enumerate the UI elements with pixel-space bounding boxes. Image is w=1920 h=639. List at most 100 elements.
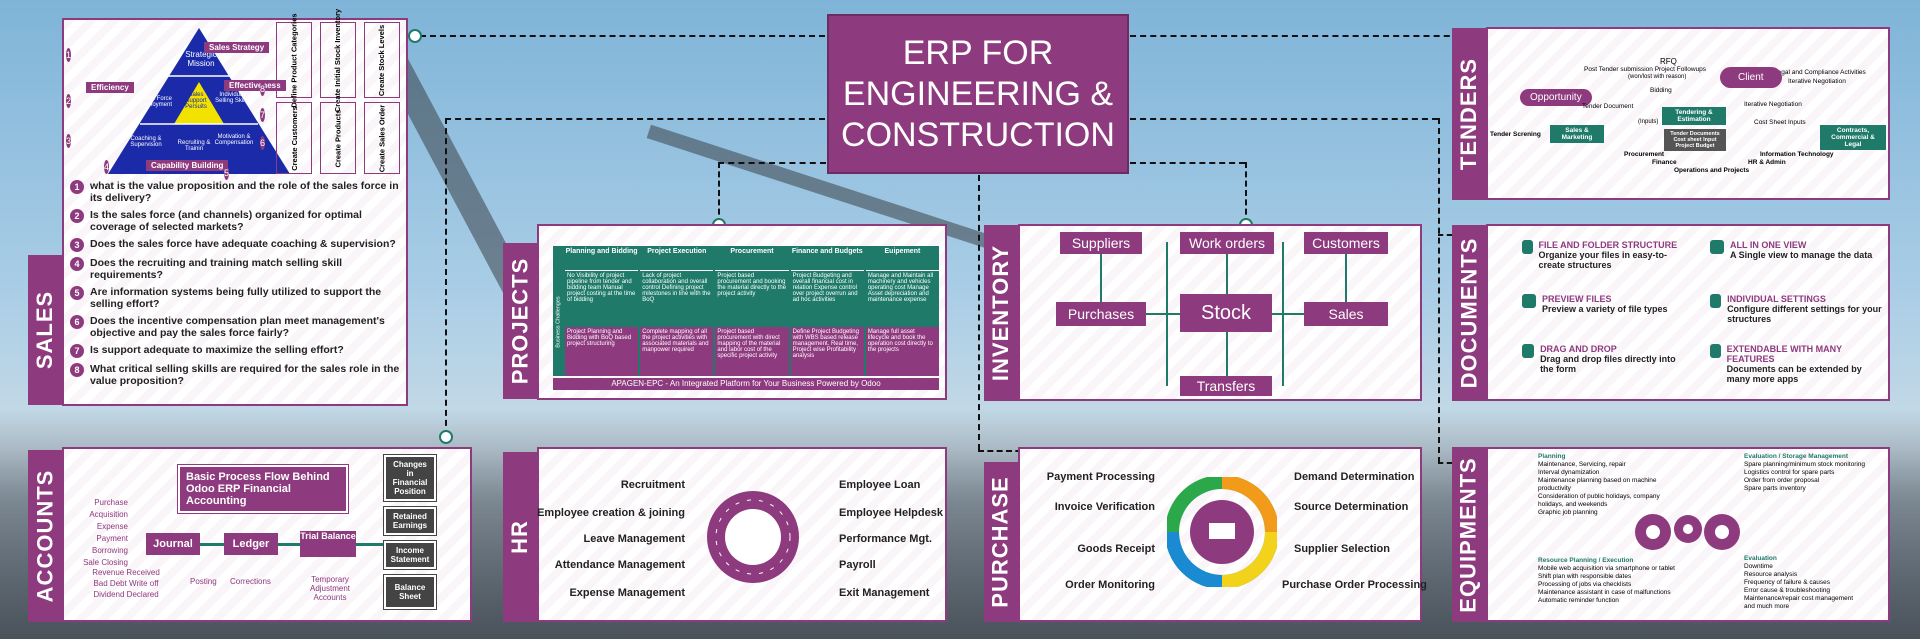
equip-item: Processing of jobs via checklists xyxy=(1538,581,1632,588)
step-label: Create Stock Levels xyxy=(377,24,387,96)
accounts-temp: Temporary Adjustment Accounts xyxy=(309,575,351,602)
doc-item-text: Organize your files in easy-to-create st… xyxy=(1538,250,1668,270)
section-tag-sales: SALES xyxy=(28,255,62,405)
question-number: 7 xyxy=(70,344,84,358)
label-sales-strategy: Sales Strategy xyxy=(204,42,270,53)
question-number: 4 xyxy=(70,257,84,271)
equip-item: Error cause & troubleshooting xyxy=(1744,587,1830,594)
settings-icon xyxy=(1710,294,1722,308)
tender-contracts: Contracts, Commercial & Legal xyxy=(1820,125,1886,150)
doc-item-title: DRAG AND DROP xyxy=(1540,344,1617,354)
tender-bidding: Bidding xyxy=(1650,87,1672,94)
purchase-right-item: Demand Determination xyxy=(1294,471,1415,483)
equip-item: Spare planning/minimum stock monitoring xyxy=(1744,461,1866,468)
inv-stock: Stock xyxy=(1180,294,1272,332)
tender-hr-admin: HR & Admin xyxy=(1748,159,1786,166)
projects-col: Procurement Project based procurement an… xyxy=(715,246,789,376)
step-label: Create Products xyxy=(333,109,343,167)
hr-left-item: Recruitment xyxy=(620,479,685,491)
account-input: Expense xyxy=(96,522,128,531)
equip-item: and much more xyxy=(1744,603,1790,610)
projects-table: Business Challenges Planning and Bidding… xyxy=(553,246,940,376)
sales-step-define-categories: Define Product Categories xyxy=(276,13,312,107)
col-header: Finance and Budgets xyxy=(791,248,863,255)
label-effectiveness: Effectiveness xyxy=(224,80,286,91)
account-input: Borrowing xyxy=(91,546,128,555)
equip-exec: Resource Planning / Execution Mobile web… xyxy=(1538,557,1718,605)
question-number: 3 xyxy=(70,238,84,252)
tender-documents: Tender Documents Cost sheet Input Projec… xyxy=(1664,129,1726,151)
section-label: ACCOUNTS xyxy=(32,469,58,603)
tender-opportunity: Opportunity xyxy=(1520,89,1592,106)
pyramid-num-2: 2 xyxy=(66,94,72,108)
inv-sales: Sales xyxy=(1304,302,1388,326)
flow-line xyxy=(356,543,384,546)
section-tag-projects: PROJECTS xyxy=(503,243,537,399)
connector xyxy=(978,450,1040,452)
equip-heading: Planning xyxy=(1538,453,1566,460)
account-input: Payment xyxy=(96,534,128,543)
inv-transfers: Transfers xyxy=(1180,376,1272,396)
question-text: what is the value proposition and the ro… xyxy=(90,180,399,204)
section-tag-equipments: EQUIPMENTS xyxy=(1452,447,1486,622)
doc-item-text: Configure different settings for your st… xyxy=(1727,304,1882,324)
hr-left-item: Employee creation & joining xyxy=(537,507,685,519)
purchase-left-item: Payment Processing xyxy=(1046,471,1155,483)
pyramid-deployment: Sales Force Deployment xyxy=(139,96,172,108)
inv-work-orders: Work orders xyxy=(1180,232,1274,254)
equip-heading: Resource Planning / Execution xyxy=(1538,557,1634,564)
col-challenge: Project Budgeting and overall financial … xyxy=(790,270,864,327)
connector xyxy=(445,118,447,436)
tender-iterative: Iterative Negotiation xyxy=(1788,78,1846,85)
eye-icon xyxy=(1710,240,1724,254)
sales-step-initial-stock: Create Initial Stock Inventory xyxy=(320,8,356,112)
pyramid-support: Sales Support Persuits xyxy=(185,92,207,110)
purchase-panel: Payment Processing Invoice Verification … xyxy=(1018,447,1427,622)
inventory-panel: Suppliers Work orders Customers Purchase… xyxy=(1018,224,1422,401)
hr-panel: Recruitment Employee creation & joining … xyxy=(537,447,947,622)
purchase-left-item: Goods Receipt xyxy=(1077,543,1155,555)
tender-rfq: RFQ xyxy=(1660,57,1677,66)
section-tag-purchase: PURCHASE xyxy=(984,462,1018,622)
flow-line xyxy=(200,543,224,546)
col-solution: Manage full asset lifecycle and book the… xyxy=(865,327,940,376)
doc-item-text: Preview a variety of file types xyxy=(1542,304,1668,314)
hr-right-item: Exit Management xyxy=(839,587,930,599)
hr-wheel xyxy=(707,491,799,583)
section-label: DOCUMENTS xyxy=(1456,237,1481,389)
tender-client: Client xyxy=(1720,67,1782,88)
tender-legal: Legal and Compliance Activities xyxy=(1774,69,1866,76)
accounts-stack: Changes in Financial Position Retained E… xyxy=(383,454,437,610)
equip-planning: Planning Maintenance, Servicing, repair … xyxy=(1538,453,1678,517)
sales-question: 3 Does the sales force have adequate coac… xyxy=(70,238,404,252)
equip-item: Automatic reminder function xyxy=(1538,597,1619,604)
connector xyxy=(445,118,825,120)
col-challenge: Manage and Maintain all machinery and ve… xyxy=(865,270,940,327)
label-efficiency: Efficiency xyxy=(86,82,134,93)
side-text: Business Challenges xyxy=(556,296,562,348)
connector xyxy=(718,162,720,224)
section-label: SALES xyxy=(32,290,58,370)
pyramid-num-6: 6 xyxy=(260,136,266,150)
pyramid-num-4: 4 xyxy=(104,160,110,174)
sales-steps: Define Product Categories Create Initial… xyxy=(276,8,404,174)
sales-step-stock-levels: Create Stock Levels xyxy=(364,22,400,98)
question-text: Does the sales force have adequate coach… xyxy=(90,238,396,250)
sales-panel: Strategic Mission Sales Strategy Efficie… xyxy=(62,8,408,406)
step-label: Define Product Categories xyxy=(289,12,299,108)
tender-doc: Tender Document xyxy=(1582,103,1634,110)
step-label: Create Sales Order xyxy=(377,104,387,172)
doc-item-text: A Single view to manage the data xyxy=(1730,250,1873,260)
section-label: HR xyxy=(507,520,532,554)
section-tag-inventory: INVENTORY xyxy=(984,225,1018,401)
doc-item-title: ALL IN ONE VIEW xyxy=(1730,240,1807,250)
account-input: Purchase xyxy=(94,498,128,507)
accounts-ledger: Ledger xyxy=(224,533,278,555)
connector xyxy=(1130,118,1438,120)
